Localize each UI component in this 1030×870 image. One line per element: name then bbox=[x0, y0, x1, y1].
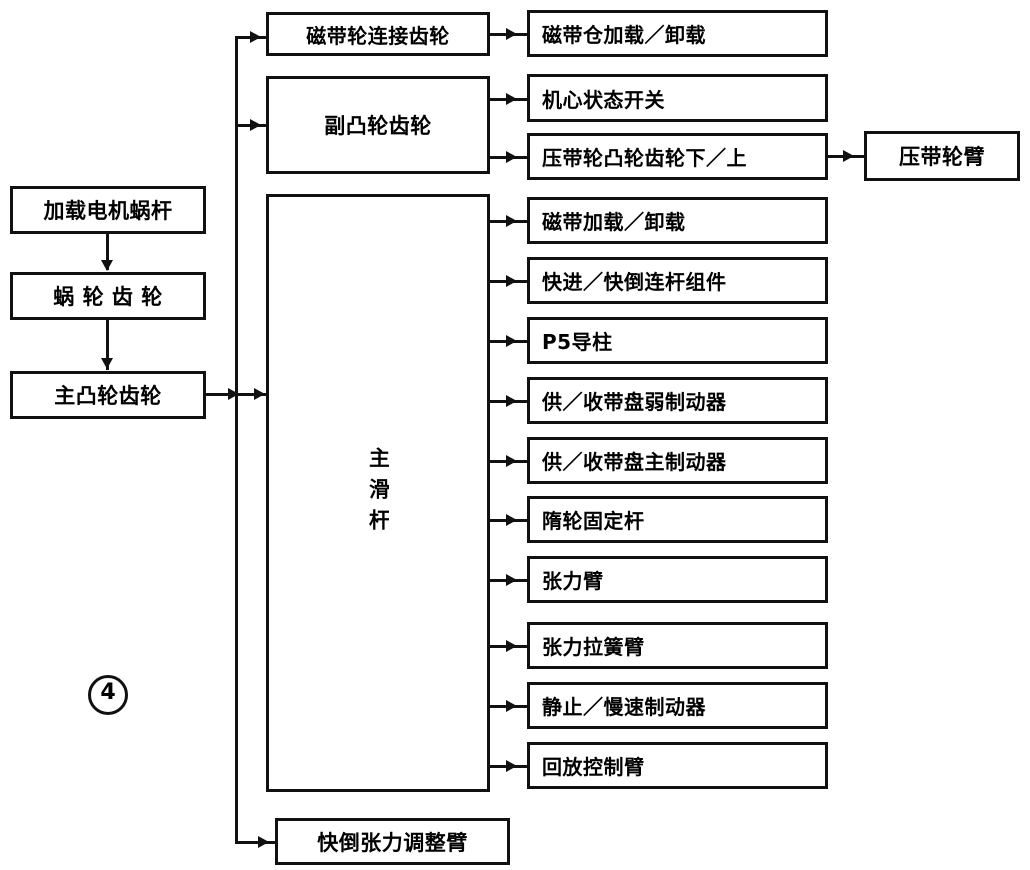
node-label: 磁带加载／卸载 bbox=[542, 210, 686, 234]
arrowhead-right-p5-guide-post bbox=[506, 335, 517, 347]
node-label: 机心状态开关 bbox=[542, 87, 665, 112]
connector-worm-gear-to-main-cam bbox=[106, 320, 109, 370]
arrowhead-right-rew-tension-adjust-arm bbox=[258, 836, 269, 848]
node-label: 隋轮固定杆 bbox=[542, 509, 645, 533]
node-label: 静止／慢速制动器 bbox=[542, 695, 706, 719]
node-label: 压带轮臂 bbox=[899, 145, 985, 169]
branch-to-rew-tension-adjust-arm bbox=[235, 841, 275, 844]
node-label: 张力拉簧臂 bbox=[542, 635, 645, 659]
node-rew-tension-adjust-arm[interactable]: 快倒张力调整臂 bbox=[275, 818, 510, 865]
connector-load-motor-to-worm-gear bbox=[106, 234, 109, 270]
node-pinch-roller-cam-gear-down-up[interactable]: 压带轮凸轮齿轮下／上 bbox=[527, 133, 828, 180]
node-label: 磁带仓加载／卸载 bbox=[542, 23, 706, 47]
node-load-motor-worm[interactable]: 加载电机蜗杆 bbox=[10, 186, 206, 234]
arrowhead-right-tension-spring-arm bbox=[506, 640, 517, 652]
node-sub-cam-gear[interactable]: 副凸轮齿轮 bbox=[266, 76, 490, 174]
node-supply-takeup-weak-brake[interactable]: 供／收带盘弱制动器 bbox=[527, 377, 828, 424]
node-label: 加载电机蜗杆 bbox=[43, 199, 173, 223]
node-p5-guide-post[interactable]: P5导柱 bbox=[527, 317, 828, 364]
node-label: 压带轮凸轮齿轮下／上 bbox=[542, 146, 747, 170]
node-ff-rew-link-assembly[interactable]: 快进／快倒连杆组件 bbox=[527, 257, 828, 304]
node-label: 主凸轮齿轮 bbox=[54, 384, 162, 408]
node-tape-reel-link-gear[interactable]: 磁带轮连接齿轮 bbox=[266, 12, 490, 56]
node-worm-gear[interactable]: 蜗 轮 齿 轮 bbox=[10, 272, 206, 320]
node-main-slide-bar[interactable]: 主滑杆 bbox=[266, 194, 490, 792]
node-label: 主滑杆 bbox=[367, 446, 389, 540]
arrowhead-right-mechanism-state-switch bbox=[506, 93, 517, 105]
node-label: P5导柱 bbox=[542, 330, 613, 354]
arrowhead-right-still-slow-brake bbox=[506, 700, 517, 712]
node-playback-control-arm[interactable]: 回放控制臂 bbox=[527, 742, 828, 789]
arrowhead-right-pinch-roller-cam-gear bbox=[506, 151, 517, 163]
arrowhead-right-supply-takeup-weak-brake bbox=[506, 395, 517, 407]
arrowhead-down-main-cam-gear bbox=[101, 358, 113, 369]
node-label: 回放控制臂 bbox=[542, 755, 645, 779]
arrowhead-right-sub-cam-gear bbox=[250, 119, 261, 131]
arrowhead-right-pinch-roller-arm bbox=[843, 150, 854, 162]
figure-number-label: 4 bbox=[88, 675, 128, 715]
arrowhead-right-bus-junction bbox=[228, 388, 239, 400]
node-label: 快倒张力调整臂 bbox=[317, 830, 468, 855]
node-main-cam-gear[interactable]: 主凸轮齿轮 bbox=[10, 371, 206, 419]
arrowhead-right-cassette-load-unload bbox=[506, 28, 517, 40]
node-label: 副凸轮齿轮 bbox=[324, 114, 432, 138]
node-label: 张力臂 bbox=[542, 569, 604, 593]
node-label: 蜗 轮 齿 轮 bbox=[53, 285, 163, 309]
arrowhead-right-main-slide-bar bbox=[254, 388, 265, 400]
arrowhead-right-playback-control-arm bbox=[506, 760, 517, 772]
arrowhead-right-tape-reel-link-gear bbox=[250, 31, 261, 43]
arrowhead-right-ff-rew-link-assembly bbox=[506, 275, 517, 287]
node-label: 磁带轮连接齿轮 bbox=[306, 23, 450, 48]
arrowhead-right-tension-arm bbox=[506, 574, 517, 586]
node-label: 快进／快倒连杆组件 bbox=[542, 270, 727, 294]
node-pinch-roller-arm[interactable]: 压带轮臂 bbox=[864, 131, 1020, 181]
arrowhead-right-idler-fixing-lever bbox=[506, 514, 517, 526]
node-tension-arm[interactable]: 张力臂 bbox=[527, 556, 828, 603]
figure-number-text: 4 bbox=[88, 675, 128, 715]
node-tension-spring-arm[interactable]: 张力拉簧臂 bbox=[527, 622, 828, 669]
node-label: 供／收带盘主制动器 bbox=[542, 450, 727, 474]
node-supply-takeup-main-brake[interactable]: 供／收带盘主制动器 bbox=[527, 437, 828, 484]
node-tape-load-unload[interactable]: 磁带加载／卸载 bbox=[527, 197, 828, 244]
node-idler-fixing-lever[interactable]: 隋轮固定杆 bbox=[527, 496, 828, 543]
arrowhead-right-tape-load-unload bbox=[506, 215, 517, 227]
arrowhead-right-supply-takeup-main-brake bbox=[506, 455, 517, 467]
node-label: 供／收带盘弱制动器 bbox=[542, 390, 727, 414]
node-cassette-load-unload[interactable]: 磁带仓加载／卸载 bbox=[527, 10, 828, 57]
arrowhead-down-worm-gear bbox=[101, 260, 113, 271]
distribution-bus-line bbox=[235, 36, 238, 844]
node-mechanism-state-switch[interactable]: 机心状态开关 bbox=[527, 74, 828, 122]
node-still-slow-brake[interactable]: 静止／慢速制动器 bbox=[527, 682, 828, 729]
